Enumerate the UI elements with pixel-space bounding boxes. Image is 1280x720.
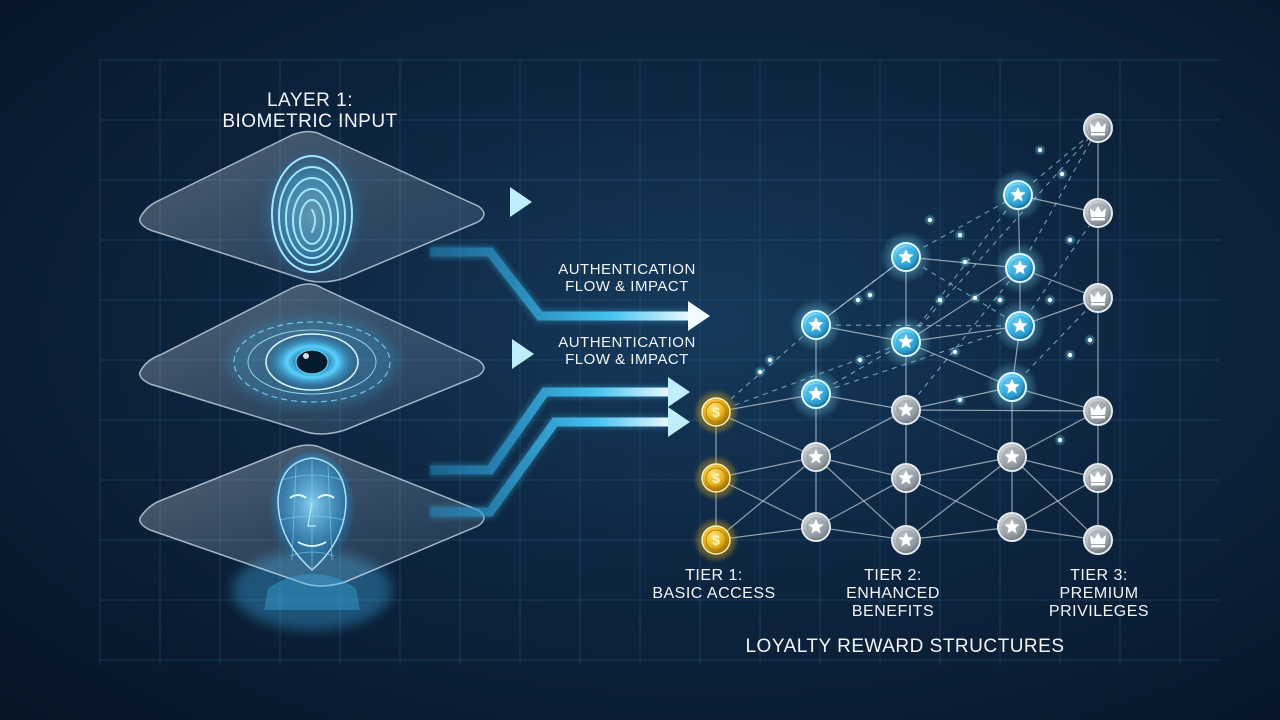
network-link (815, 409, 907, 458)
network-link (815, 456, 907, 541)
svg-text:$: $ (712, 532, 720, 548)
spark-dot (768, 358, 772, 362)
spark-dot (1048, 298, 1052, 302)
star-icon (994, 300, 1046, 352)
spark-dot (998, 298, 1002, 302)
network-link (1011, 410, 1099, 458)
spark-dot (1068, 353, 1072, 357)
spark-dot (1038, 148, 1042, 152)
crown-icon (1083, 463, 1113, 493)
spark-dot (1088, 338, 1092, 342)
dollar-coin-icon: $ (696, 458, 736, 498)
network-link-dashed (905, 127, 1099, 343)
network-link (905, 409, 1013, 458)
dollar-coin-icon: $ (696, 520, 736, 560)
spark-dot (858, 358, 862, 362)
star-icon (992, 169, 1044, 221)
star-icon (994, 242, 1046, 294)
star-icon (801, 512, 831, 542)
star-icon (880, 316, 932, 368)
crown-icon (1083, 198, 1113, 228)
star-icon (801, 442, 831, 472)
spark-dot (758, 370, 762, 374)
spark-dot (958, 398, 962, 402)
network-link (715, 456, 817, 541)
star-icon (891, 395, 921, 425)
star-icon (790, 299, 842, 351)
star-icon (891, 463, 921, 493)
biometric-layers (138, 130, 485, 630)
network-link-dashed (905, 267, 1021, 411)
spark-dot (928, 218, 932, 222)
spark-dot (938, 298, 942, 302)
network-link (905, 526, 1013, 541)
crown-icon (1083, 113, 1113, 143)
spark-dot (868, 293, 872, 297)
spark-dot (973, 296, 977, 300)
face-layer (138, 444, 485, 630)
spark-dot (1060, 172, 1064, 176)
authentication-arrows (430, 187, 710, 519)
spark-dot (1068, 238, 1072, 242)
fingerprint-icon (260, 148, 364, 280)
network-link (905, 456, 1013, 541)
iris-icon (227, 316, 397, 408)
flow-arrow (430, 339, 534, 369)
network-link-dashed (1017, 127, 1099, 196)
reward-network: $ $ $ (696, 113, 1113, 560)
spark-dot (856, 298, 860, 302)
network-link (905, 456, 1013, 479)
crown-icon (1083, 525, 1113, 555)
flow-arrow (430, 407, 690, 519)
svg-text:$: $ (712, 470, 720, 486)
crown-icon (1083, 396, 1113, 426)
fingerprint-layer (138, 130, 485, 283)
iris-layer (138, 283, 485, 435)
star-icon (880, 231, 932, 283)
spark-dot (953, 350, 957, 354)
network-link (815, 526, 907, 541)
network-link-dashed (905, 194, 1019, 343)
star-icon (986, 361, 1038, 413)
star-icon (790, 368, 842, 420)
network-link (815, 477, 907, 528)
face-mesh-icon (264, 452, 360, 610)
network-link-dashed (1019, 127, 1099, 269)
star-icon (997, 442, 1027, 472)
spark-dot (963, 260, 967, 264)
flow-arrow (430, 187, 532, 217)
network-link-dashed (815, 341, 907, 395)
flow-arrow (430, 245, 710, 331)
star-icon (997, 512, 1027, 542)
star-icon (891, 525, 921, 555)
network-link (905, 477, 1013, 528)
crown-icon (1083, 283, 1113, 313)
spark-dot (1058, 438, 1062, 442)
flow-arrow (430, 377, 690, 477)
spark-dot (958, 233, 962, 237)
network-link (1011, 477, 1099, 528)
svg-text:$: $ (712, 404, 720, 420)
network-link (815, 456, 907, 479)
network-link (1011, 456, 1099, 541)
dollar-coin-icon: $ (696, 392, 736, 432)
